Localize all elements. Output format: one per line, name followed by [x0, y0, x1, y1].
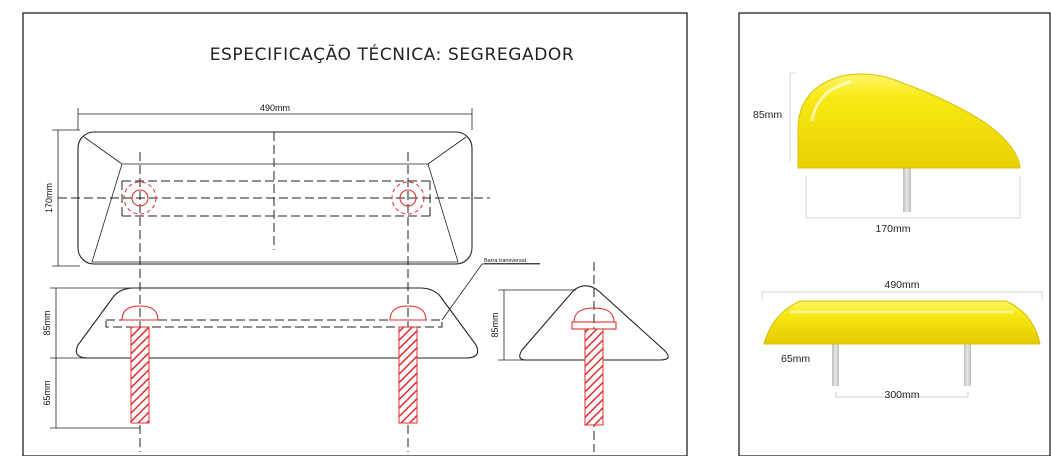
- chamfer-line: [83, 136, 123, 165]
- callout-leader: [441, 263, 540, 321]
- bolt-head-left: [121, 305, 159, 321]
- side-height-label: 85mm: [42, 310, 52, 335]
- render-leg-right: [964, 344, 971, 386]
- end-view: 85mm: [490, 262, 669, 452]
- render-post: [903, 168, 911, 212]
- drawing-title: ESPECIFICAÇÃO TÉCNICA: SEGREGADOR: [210, 43, 575, 65]
- render-length-guide: [761, 291, 1043, 300]
- render-profile-body: [797, 73, 1021, 169]
- render-width-guide: [805, 176, 1021, 219]
- render-leg-left: [832, 344, 839, 386]
- bolt-shank-right: [399, 189, 417, 207]
- chamfer-line: [427, 136, 467, 165]
- render-height-guide: [789, 72, 796, 162]
- side-view: 85mm 65mm Barra transversal: [42, 258, 540, 429]
- render-side-body: [763, 300, 1041, 345]
- plan-height-label: 170mm: [44, 183, 54, 213]
- bolt-shank-left: [131, 189, 149, 207]
- end-bolt-shank: [584, 328, 604, 426]
- bolt-head-right: [389, 305, 427, 321]
- product-render-panel: 85mm 170mm 490mm 65mm 300mm: [738, 12, 1051, 456]
- end-profile: [519, 285, 669, 361]
- plan-width-label: 490mm: [260, 103, 290, 113]
- render-end-profile: 85mm 170mm: [753, 72, 1021, 235]
- render-height-label: 85mm: [753, 109, 782, 121]
- transverse-bar: [105, 319, 443, 328]
- bolt-shank-hatched-right: [398, 326, 418, 424]
- render-width-label: 170mm: [875, 223, 910, 235]
- side-profile: [75, 287, 479, 359]
- bolt-length-label: 65mm: [42, 380, 52, 405]
- technical-drawing-panel: ESPECIFICAÇÃO TÉCNICA: SEGREGADOR 490mm …: [22, 12, 688, 456]
- render-spacing-label: 300mm: [884, 389, 919, 401]
- bolt-head-hidden-left: [123, 181, 157, 215]
- plan-top-face: [91, 163, 459, 263]
- bolt-head-hidden-right: [391, 181, 425, 215]
- callout-label: Barra transversal: [484, 258, 526, 264]
- render-leg-label: 65mm: [781, 353, 810, 365]
- render-length-label: 490mm: [884, 279, 919, 291]
- end-bolt-head: [573, 307, 615, 323]
- render-spacing-guide: [835, 392, 969, 398]
- bolt-shank-hatched-left: [130, 326, 150, 424]
- render-profile-highlight: [810, 80, 852, 122]
- end-height-label: 85mm: [490, 312, 500, 337]
- render-side-view: 490mm 65mm 300mm: [761, 279, 1043, 401]
